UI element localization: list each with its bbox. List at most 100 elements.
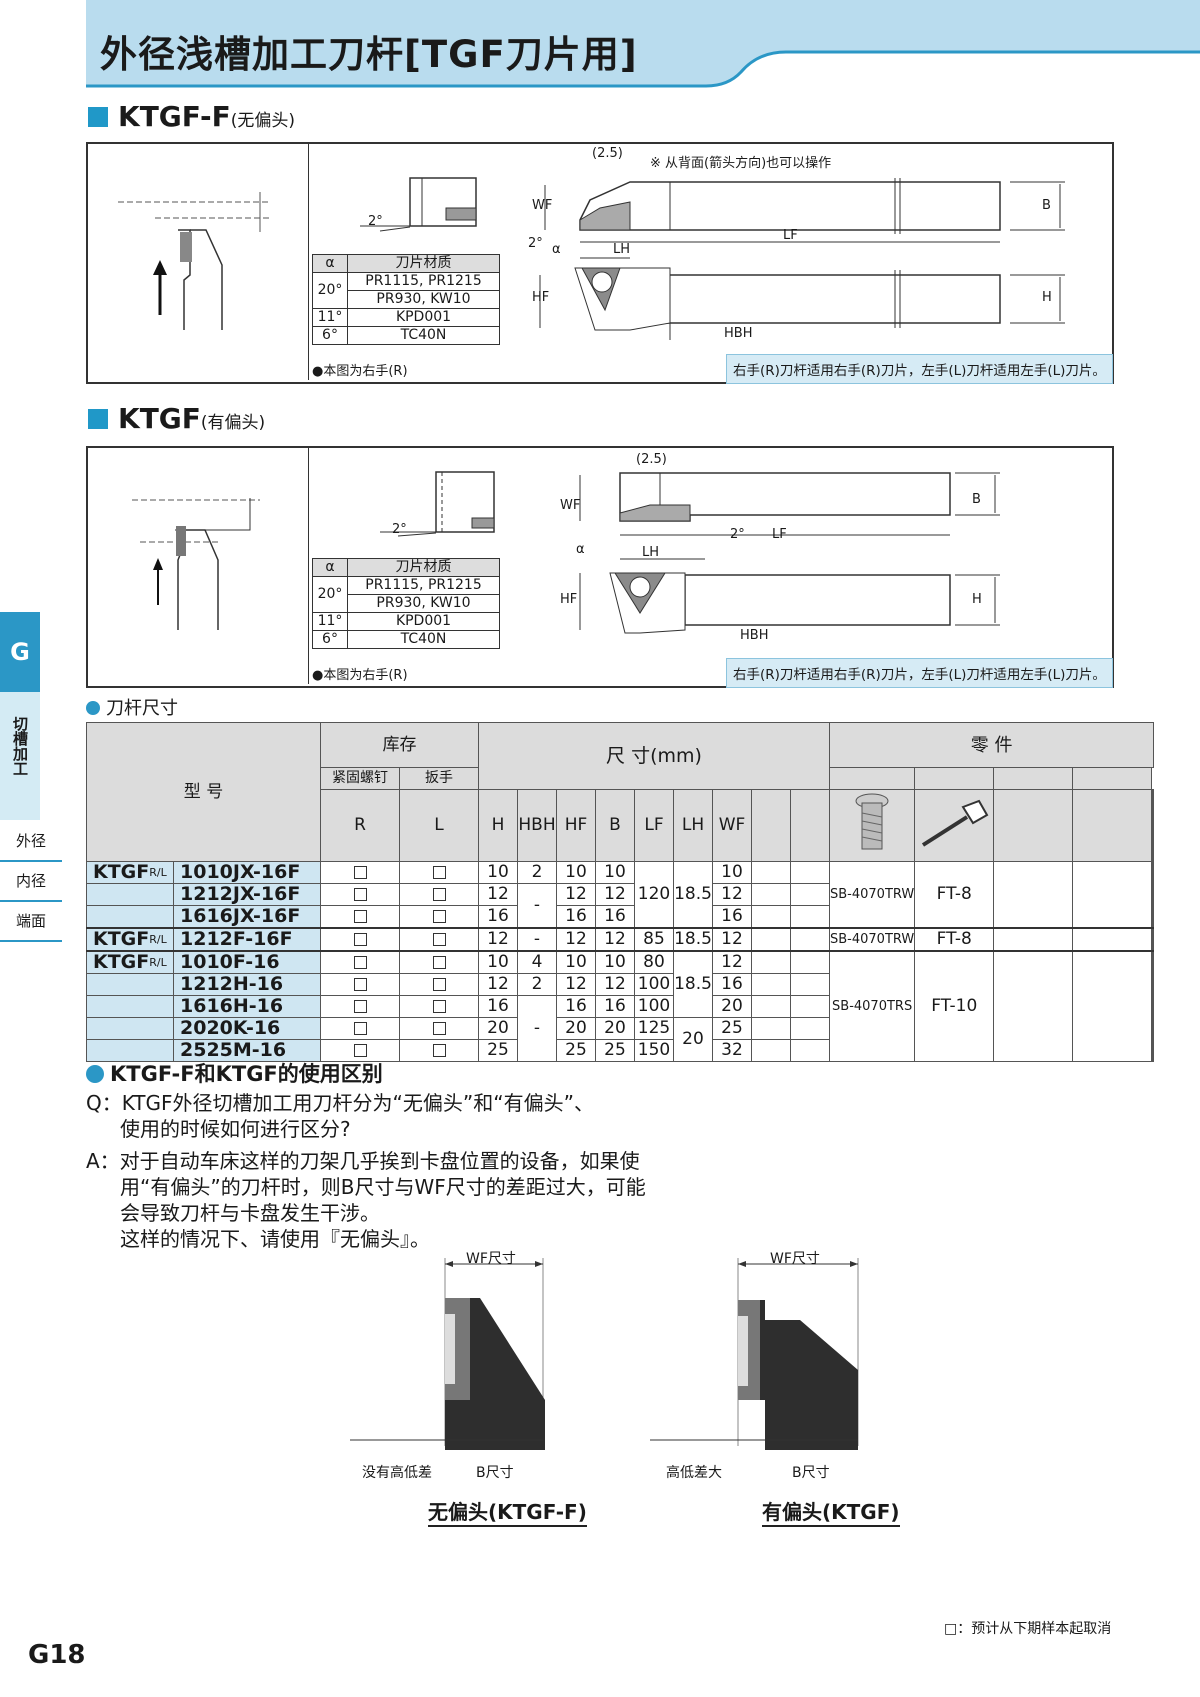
header-banner xyxy=(86,0,1200,88)
dim-hf: HF xyxy=(532,290,550,305)
cell-wf: 12 xyxy=(712,950,752,974)
stock-l-checkbox xyxy=(399,861,479,884)
holder-table-caption: 刀杆尺寸 xyxy=(86,694,178,720)
cell-hbh: 2 xyxy=(517,973,557,996)
cell-lf: 80 xyxy=(634,950,674,974)
dim-lf: LF xyxy=(783,228,798,243)
series-cell xyxy=(86,995,174,1018)
stock-r-checkbox xyxy=(320,861,400,884)
cell-lf: 150 xyxy=(634,1039,674,1062)
cell-lh: 18.5 xyxy=(673,861,713,929)
figure-note: ●本图为右手(R) xyxy=(312,668,408,683)
cell-screw: SB-4070TRW xyxy=(828,927,916,952)
cell-wf: 25 xyxy=(712,1017,752,1040)
dim-alpha: α xyxy=(552,242,561,257)
page-title: 外径浅槽加工刀杆[TGF刀片用] xyxy=(100,33,638,76)
cell-hbh: - xyxy=(517,927,557,952)
offset-figure xyxy=(650,1258,859,1450)
model-cell: 2525M-16 xyxy=(173,1039,321,1062)
cell-wf: 10 xyxy=(712,861,752,884)
cell-lf: 100 xyxy=(634,995,674,1018)
cell-b: 25 xyxy=(595,1039,635,1062)
b-label: B尺寸 xyxy=(792,1465,830,1481)
cell-wrench: FT-8 xyxy=(914,927,995,952)
holder-front-view-figure xyxy=(118,192,270,330)
dim-2-5: (2.5) xyxy=(592,146,623,161)
cell-wrench: FT-10 xyxy=(914,950,995,1062)
dim-wf: WF xyxy=(532,198,553,213)
chapter-tab-g[interactable]: G xyxy=(0,612,40,692)
holder-dimension-table: 型 号 库存 尺 寸(mm) 零 件 紧固螺钉 扳手 R L H HBH HF … xyxy=(86,722,1155,1062)
cell-b: 12 xyxy=(595,883,635,906)
side-tab-outer[interactable]: 外径 xyxy=(0,822,62,862)
cell-h: 10 xyxy=(478,861,518,884)
series-cell xyxy=(86,1039,174,1062)
cell-hf: 25 xyxy=(556,1039,596,1062)
caption-offset: 有偏头(KTGF) xyxy=(762,1496,900,1527)
cell-h: 12 xyxy=(478,883,518,906)
cell-screw: SB-4070TRW xyxy=(828,861,916,929)
cell-lh: 20 xyxy=(673,1017,713,1062)
chapter-side-panel xyxy=(0,692,40,820)
series-cell: KTGFR/L xyxy=(86,927,174,952)
cell-hf: 10 xyxy=(556,950,596,974)
chapter-label: 切槽加工 xyxy=(11,716,29,776)
angle-label: 2° xyxy=(368,214,383,229)
usage-title: KTGF-F和KTGF的使用区别 xyxy=(86,1058,383,1088)
insert-angle-figure xyxy=(380,471,495,537)
section-title-ktgf: KTGF(有偏头) xyxy=(88,402,265,435)
cell-lf: 125 xyxy=(634,1017,674,1040)
cell-hf: 12 xyxy=(556,927,596,952)
holder-dimension-drawing xyxy=(539,178,1065,340)
holder-front-view-figure xyxy=(132,498,260,630)
circle-bullet-icon xyxy=(86,701,100,715)
side-tab-face[interactable]: 端面 xyxy=(0,902,62,942)
cell-h: 12 xyxy=(478,927,518,952)
wf-label: WF尺寸 xyxy=(466,1251,516,1267)
insert-angle-figure xyxy=(360,177,477,232)
b-label: B尺寸 xyxy=(476,1465,514,1481)
dim-b: B xyxy=(972,492,981,507)
cell-wf: 32 xyxy=(712,1039,752,1062)
series-cell xyxy=(86,1017,174,1040)
section-title-ktgf-f: KTGF-F(无偏头) xyxy=(88,100,295,133)
model-cell: 2020K-16 xyxy=(173,1017,321,1040)
answer-text: A：对于自动车床这样的刀架几乎挨到卡盘位置的设备，如果使 用“有偏头”的刀杆时，… xyxy=(86,1149,646,1251)
no-offset-figure xyxy=(350,1258,545,1450)
cell-hbh: 4 xyxy=(517,950,557,974)
big-diff-label: 高低差大 xyxy=(666,1465,722,1481)
no-diff-label: 没有高低差 xyxy=(362,1465,432,1481)
dim-hbh: HBH xyxy=(724,326,753,341)
cell-h: 16 xyxy=(478,995,518,1018)
hand-note: 右手(R)刀杆适用右手(R)刀片，左手(L)刀杆适用左手(L)刀片。 xyxy=(726,354,1113,384)
model-header: 型 号 xyxy=(86,722,321,862)
stock-l-checkbox xyxy=(399,905,479,929)
holder-dimension-drawing xyxy=(579,472,1000,634)
cell-hf: 20 xyxy=(556,1017,596,1040)
cell-screw: SB-4070TRS xyxy=(828,950,916,1062)
stock-r-checkbox xyxy=(320,883,400,906)
model-cell: 1616JX-16F xyxy=(173,905,321,929)
cell-hbh: - xyxy=(517,995,557,1062)
cell-hbh: 2 xyxy=(517,861,557,884)
cell-b: 12 xyxy=(595,973,635,996)
cell-h: 25 xyxy=(478,1039,518,1062)
stock-r-checkbox xyxy=(320,905,400,929)
dim-alpha: α xyxy=(576,542,585,557)
dim-lh: LH xyxy=(613,242,631,257)
stock-r-checkbox xyxy=(320,1039,400,1062)
series-cell xyxy=(86,883,174,906)
caption-no-offset: 无偏头(KTGF-F) xyxy=(428,1496,587,1527)
question-text: Q：KTGF外径切槽加工用刀杆分为“无偏头”和“有偏头”、 使用的时候如何进行区… xyxy=(86,1091,594,1141)
side-tab-inner[interactable]: 内径 xyxy=(0,862,62,902)
model-cell: 1616H-16 xyxy=(173,995,321,1018)
cell-lf: 85 xyxy=(634,927,674,952)
cell-h: 12 xyxy=(478,973,518,996)
angle-label: 2° xyxy=(392,522,407,537)
stock-r-checkbox xyxy=(320,995,400,1018)
model-cell: 1212H-16 xyxy=(173,973,321,996)
